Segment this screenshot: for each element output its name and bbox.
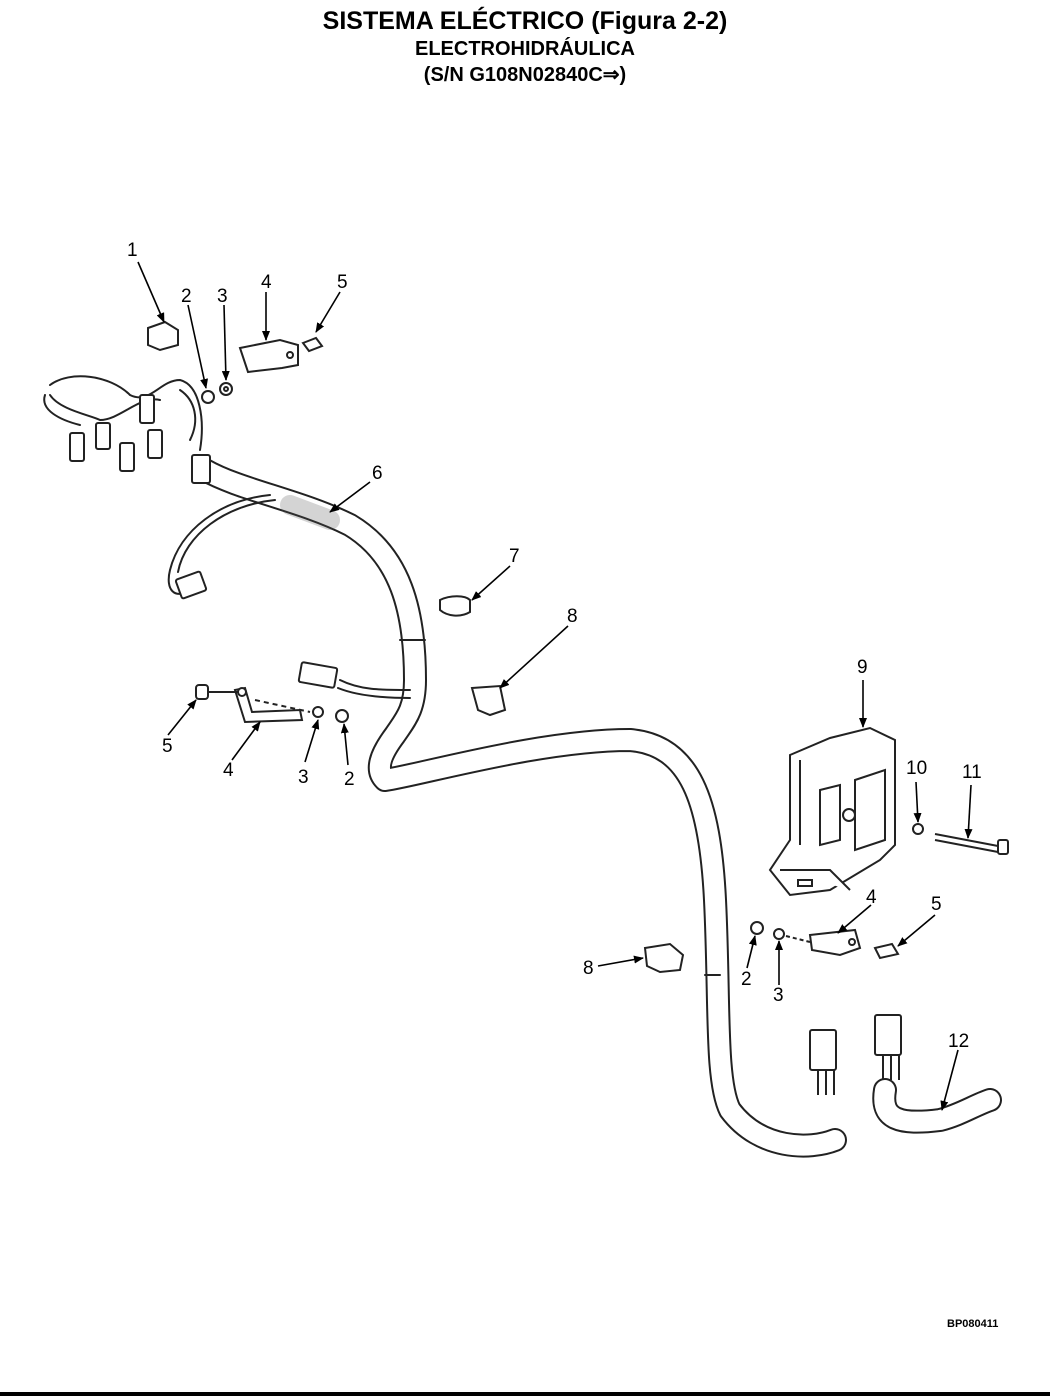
- callout-label: 11: [962, 762, 982, 783]
- callout-label: 5: [931, 894, 942, 915]
- callout-label: 8: [567, 606, 578, 627]
- callout-label: 4: [223, 760, 234, 781]
- callout-label: 8: [583, 958, 594, 979]
- callout-numbers: 1 2 3 4 5 6 7 8 5 4 3 2 9 10 11 4 5 8 2 …: [127, 240, 982, 1052]
- callout-label: 4: [866, 887, 877, 908]
- callout-label: 10: [906, 758, 927, 779]
- page-subtitle: ELECTROHIDRÁULICA: [415, 38, 635, 60]
- callout-label: 12: [948, 1031, 969, 1052]
- leader-lines: [137, 261, 973, 1111]
- callout-label: 2: [181, 286, 192, 307]
- drawing-id: BP080411: [947, 1318, 999, 1330]
- callout-label: 3: [773, 985, 784, 1006]
- callout-label: 6: [372, 463, 383, 484]
- callout-label: 9: [857, 657, 868, 678]
- connector-group-upper: [69, 394, 902, 1095]
- callout-label: 2: [344, 769, 355, 790]
- callout-label: 7: [509, 546, 520, 567]
- hardware: [195, 336, 1009, 960]
- harness-cable: [43, 375, 1002, 1158]
- callout-label: 3: [217, 286, 228, 307]
- serial-range: (S/N G108N02840C⇒): [423, 64, 627, 86]
- callout-label: 5: [162, 736, 173, 757]
- cable-clips: [147, 320, 685, 974]
- callout-label: 4: [261, 272, 272, 293]
- callout-label: 3: [298, 767, 309, 788]
- page-title: SISTEMA ELÉCTRICO (Figura 2-2): [322, 7, 728, 35]
- bottom-rule: [0, 1392, 1050, 1396]
- callout-label: 1: [127, 240, 138, 261]
- callout-label: 5: [337, 272, 348, 293]
- title-block: SISTEMA ELÉCTRICO (Figura 2-2) ELECTROHI…: [0, 6, 1050, 88]
- callout-label: 2: [741, 969, 752, 990]
